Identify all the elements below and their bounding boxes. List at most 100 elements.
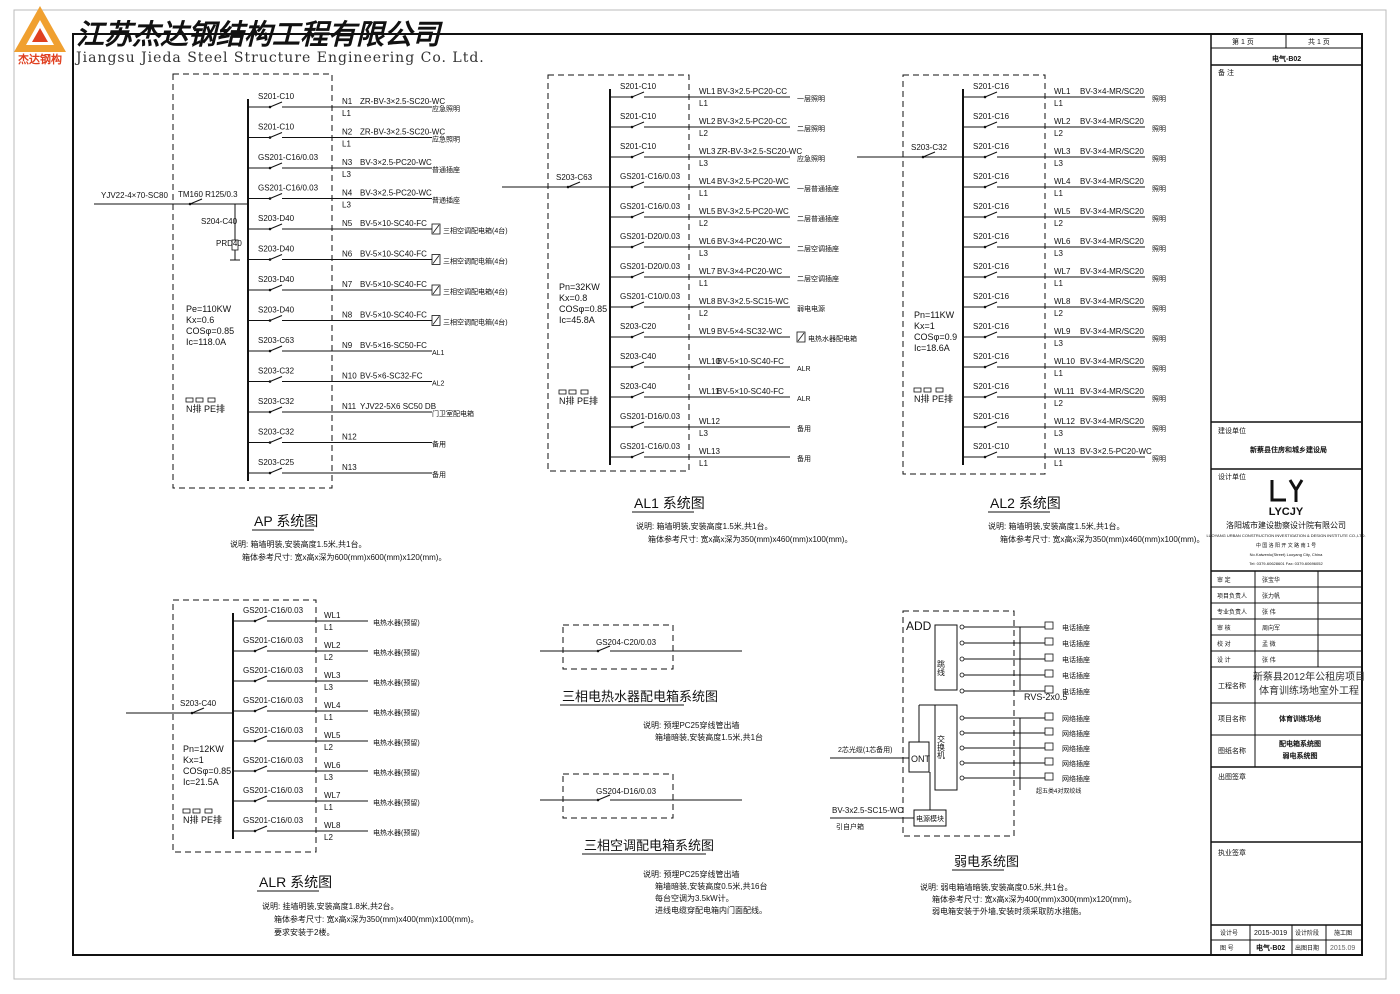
circuit-number: WL11	[699, 387, 720, 396]
circuit-number: WL1	[699, 87, 716, 96]
n-pe-label: N排 PE排	[914, 393, 953, 404]
branch-breaker-label: S203-C25	[258, 458, 295, 467]
breaker-contact	[253, 679, 257, 683]
circuit-number: WL5	[1054, 207, 1071, 216]
branch-breaker-label: S201-C10	[973, 442, 1010, 451]
client-name: 新蔡县住房和城乡建设局	[1250, 445, 1327, 454]
client-label: 建设单位	[1218, 426, 1246, 435]
board-enclosure	[172, 599, 317, 853]
circuit-number: WL5	[324, 731, 341, 740]
branch-breaker-label: S203-C20	[620, 322, 657, 331]
breaker-contact	[268, 410, 272, 414]
breaker-blade	[269, 345, 283, 352]
phone-outlet-symbol	[1044, 653, 1054, 662]
project-name: 新蔡县2012年公租房项目	[1253, 670, 1365, 683]
circuit-number: WL11	[1054, 387, 1075, 396]
load-description: 照明	[1152, 275, 1166, 283]
cable-spec: BV-5×6-SC32-FC	[360, 372, 423, 381]
load-description: 备用	[797, 424, 811, 433]
branch-breaker-label: S201-C16	[973, 322, 1010, 331]
cable-spec: BV-3×4-MR/SC20	[1080, 147, 1144, 156]
breaker-contact	[268, 166, 272, 170]
sub-board-diagonal	[432, 255, 440, 264]
network-outlet-label: 网络插座	[1062, 744, 1090, 753]
drawing-frame	[72, 33, 1363, 956]
breaker-contact	[630, 95, 634, 99]
outer-frame	[13, 9, 1387, 980]
cable-spec: BV-3×2.5-SC15-WC	[717, 297, 789, 306]
designer-logo-mark	[1270, 479, 1304, 502]
board-parameter: Pn=11KW	[914, 310, 955, 320]
terminal-point	[959, 775, 965, 781]
terminal-point	[959, 656, 965, 662]
breaker-blade	[597, 645, 611, 652]
load-description: 照明	[1152, 215, 1166, 223]
phase-label: L1	[699, 279, 708, 288]
circuit-number: WL12	[699, 417, 720, 426]
branch-breaker-label: GS201-C16/0.03	[243, 636, 304, 645]
breaker-contact	[983, 395, 987, 399]
branch-breaker-label: S201-C16	[973, 382, 1010, 391]
signature-label: 执业签章	[1218, 848, 1246, 857]
branch-breaker-label: GS201-C16/0.03	[258, 153, 319, 162]
cable-spec: YJV22-5X6 SC50 DB	[360, 402, 436, 411]
phase-label: L1	[1054, 459, 1063, 468]
branch-breaker-label: GS201-C16/0.03	[243, 696, 304, 705]
breaker-blade	[269, 467, 283, 474]
diagram-note: 箱体参考尺寸: 宽x高x深为600(mm)x600(mm)x120(mm)。	[242, 552, 446, 562]
breaker-contact	[188, 202, 192, 206]
stage-value: 施工图	[1334, 929, 1352, 937]
terminal-point	[959, 730, 965, 736]
breaker-blade	[269, 162, 283, 169]
design-no: 2015-J019	[1254, 930, 1287, 937]
power-module-label: 电源模块	[916, 814, 944, 823]
circuit-number: N11	[342, 402, 357, 411]
cable-spec: BV-3×4-MR/SC20	[1080, 357, 1144, 366]
cable-spec: ZR-BV-3×2.5-SC20-WC	[360, 97, 445, 106]
main-breaker-label: S203-C32	[911, 143, 948, 152]
breaker-blade	[631, 421, 645, 428]
breaker-blade	[631, 451, 645, 458]
phase-label: L1	[1054, 369, 1063, 378]
staff-role: 审 定	[1217, 576, 1231, 584]
breaker-contact	[268, 288, 272, 292]
board-parameter: COSφ=0.85	[183, 766, 231, 776]
title-block: 第 1 页共 1 页电气-B02备 注建设单位新蔡县住房和城乡建设局设计单位LY…	[1206, 34, 1366, 955]
breaker-blade	[631, 241, 645, 248]
board-enclosure	[902, 74, 1046, 475]
load-description: 电热水器(预留)	[373, 768, 420, 777]
load-description: 电热水器(预留)	[373, 738, 420, 747]
circuit-number: WL2	[324, 641, 341, 650]
board-enclosure	[547, 74, 690, 472]
cable-spec: BV-5×4-SC32-WC	[717, 327, 782, 336]
phase-label: L2	[324, 833, 333, 842]
cable-spec: BV-3×4-MR/SC20	[1080, 387, 1144, 396]
breaker-contact	[268, 197, 272, 200]
branch-breaker-label: GS201-D20/0.03	[620, 232, 681, 241]
breaker-contact	[268, 319, 272, 322]
breaker-blade	[631, 361, 645, 368]
phase-label: L1	[699, 459, 708, 468]
designer-name-en: LUOYANG URBAN CONSTRUCTION INVESTIGATION…	[1206, 533, 1365, 538]
n-bar-symbol	[558, 389, 567, 395]
breaker-blade	[984, 391, 998, 398]
n-bar-symbol	[182, 808, 191, 814]
phase-label: L1	[1054, 279, 1063, 288]
diagram-note: 说明: 弱电箱墙暗装,安装高度0.5米,共1台。	[920, 882, 1072, 892]
spd-label: PRD40	[216, 239, 242, 248]
breaker-contact	[983, 245, 987, 249]
circuit-number: WL7	[699, 267, 716, 276]
network-cable-label: 超五类4对双绞线	[1036, 787, 1081, 795]
phase-label: L3	[324, 683, 333, 692]
breaker-blade	[269, 193, 283, 199]
cable-spec: BV-5×10-SC40-FC	[717, 387, 784, 396]
staff-role: 专业负责人	[1217, 608, 1247, 616]
breaker-blade	[984, 271, 998, 278]
network-outlet-label: 网络插座	[1062, 729, 1090, 738]
branch-breaker-label: S201-C16	[973, 112, 1010, 121]
load-description: 三相空调配电箱(4台)	[443, 257, 508, 266]
load-description: AL2	[432, 381, 445, 388]
circuit-number: WL8	[1054, 297, 1071, 306]
n-bar-symbol	[913, 387, 922, 393]
sub-board-diagonal	[432, 316, 440, 325]
